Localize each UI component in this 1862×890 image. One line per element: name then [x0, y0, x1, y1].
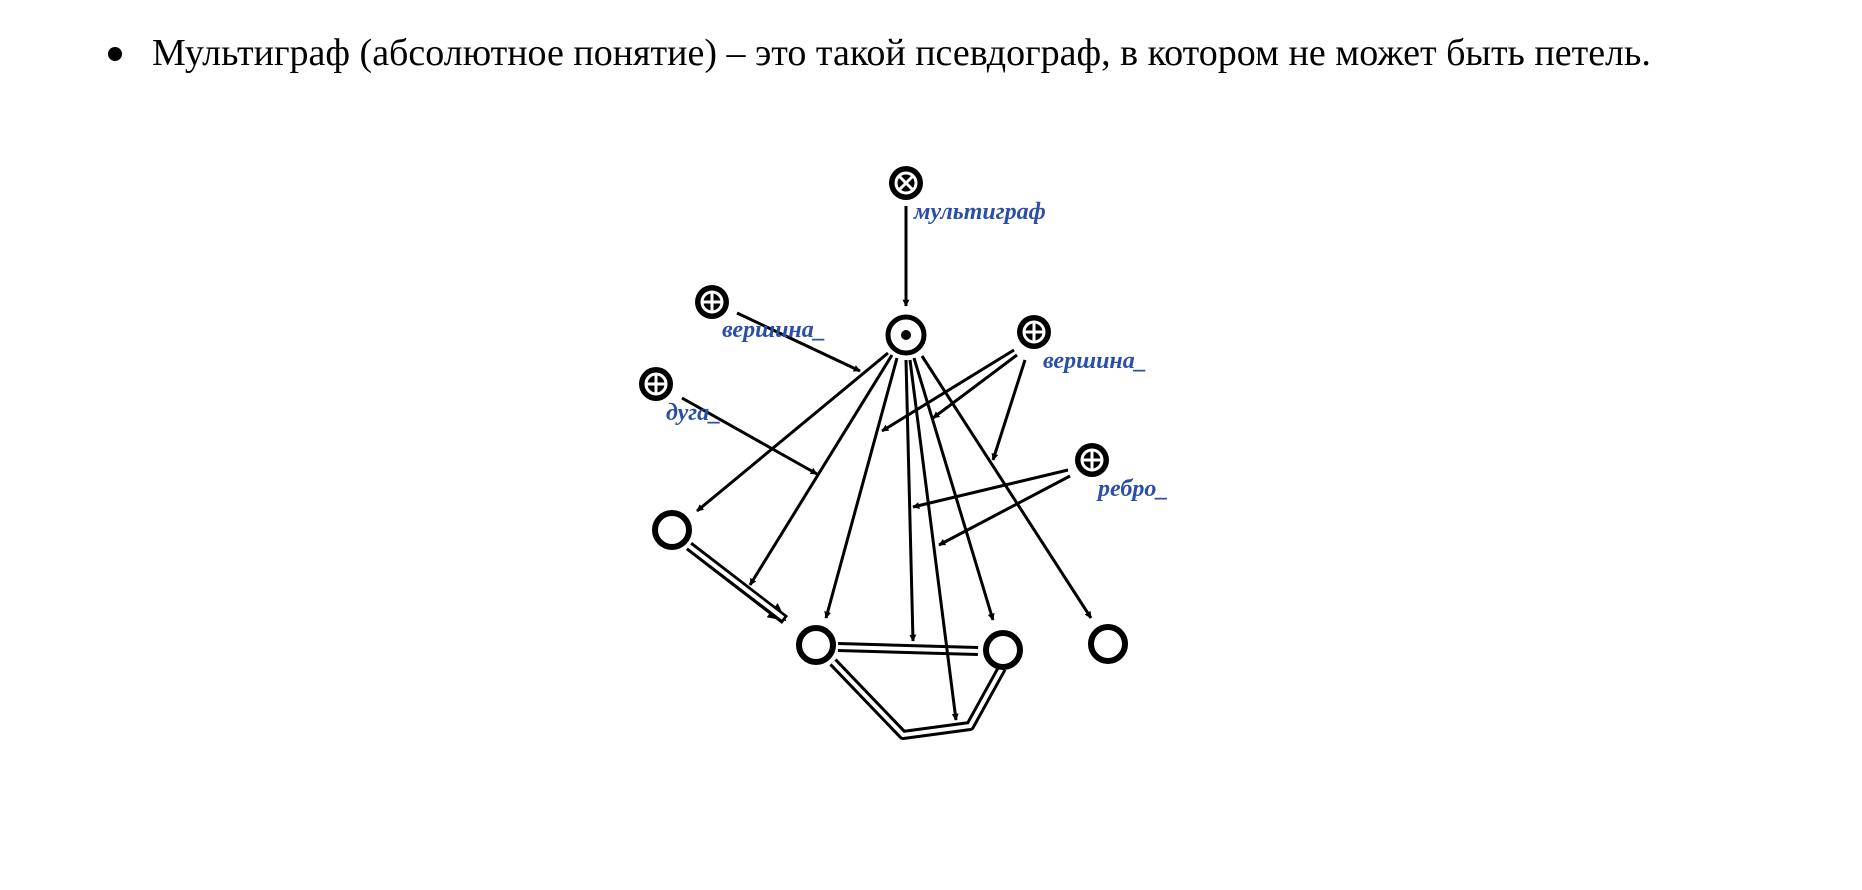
- arrow-arc-role: [681, 396, 818, 476]
- arrows: [681, 206, 1093, 721]
- role-node-arc: [639, 367, 673, 401]
- class-node-multigraph: [889, 166, 923, 200]
- arrow-vertex2-role-2: [932, 353, 1018, 420]
- arrow-structure-to-left-node: [696, 351, 889, 513]
- element-node-bottom-right: [983, 630, 1023, 670]
- element-node-isolated: [1088, 624, 1128, 664]
- element-node-left: [652, 510, 692, 550]
- label-vertex-1: вершина_: [722, 317, 826, 343]
- edge-connector-2: [829, 658, 1007, 740]
- structure-node: [885, 314, 927, 356]
- double-edges: [685, 542, 1007, 740]
- arrow-vertex2-role-3: [991, 359, 1027, 461]
- role-node-edge: [1075, 443, 1109, 477]
- arrow-vertex1-role: [736, 311, 861, 373]
- bullet-icon: [108, 47, 122, 61]
- arrow-structure-to-bottom-middle-node: [824, 357, 899, 619]
- role-node-vertex-2: [1017, 315, 1051, 349]
- role-node-vertex-1: [695, 285, 729, 319]
- label-vertex-2: вершина_: [1043, 348, 1147, 374]
- arrow-structure-to-edge-1: [904, 359, 917, 642]
- arrow-structure-to-arc-connector: [748, 354, 894, 586]
- label-edge: ребро_: [1096, 476, 1168, 502]
- label-multigraph: мультиграф: [913, 199, 1046, 225]
- arrow-structure-to-edge-2: [908, 359, 959, 721]
- element-node-bottom-middle: [796, 625, 836, 665]
- label-arc: дуга_: [666, 400, 721, 426]
- definition-text: Мультиграф (абсолютное понятие) – это та…: [152, 32, 1651, 74]
- arrow-edge-role-1: [912, 468, 1069, 509]
- arrow-vertex2-role-1: [881, 348, 1015, 433]
- arrow-edge-role-2: [938, 474, 1071, 547]
- arrow-structure-to-isolated-node: [920, 355, 1093, 619]
